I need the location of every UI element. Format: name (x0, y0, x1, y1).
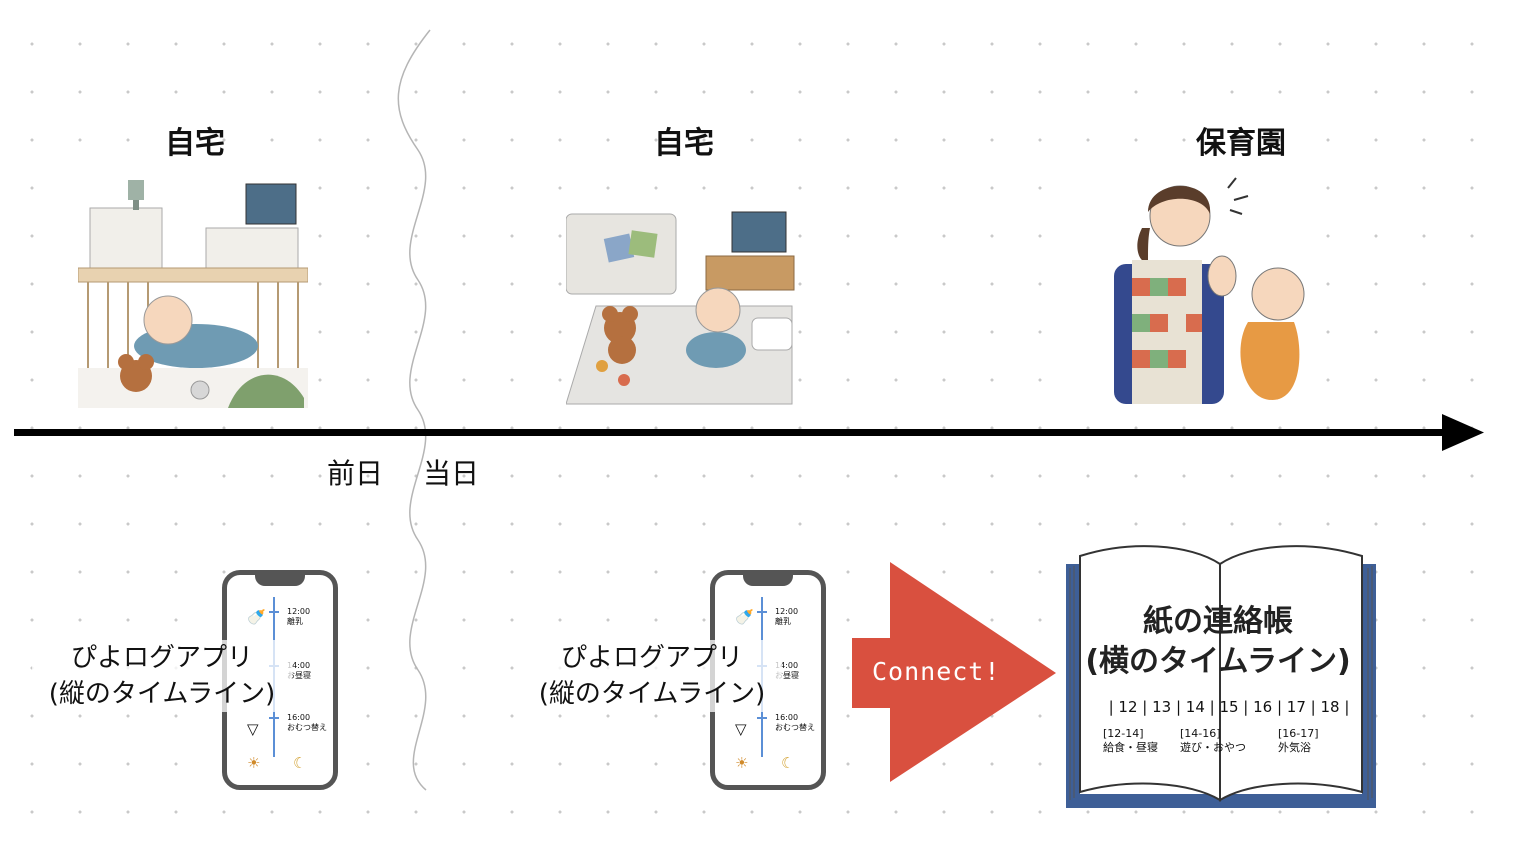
today-label: 当日 (423, 457, 480, 490)
place-label-home-today: 自宅 (654, 126, 714, 161)
moon-icon: ☾ (781, 754, 795, 772)
book-schedule-item: [16-17] 外気浴 (1278, 727, 1319, 754)
paper-contact-book-icon (1066, 545, 1376, 808)
place-label-nursery: 保育園 (1196, 126, 1286, 161)
sun-icon: ☀ (735, 754, 749, 772)
book-schedule-item: [12-14] 給食・昼寝 (1103, 727, 1158, 754)
caregiver-baby-illustration (1082, 168, 1312, 404)
bottle-icon: 🍼 (247, 608, 266, 626)
book-schedule-item: [14-16] 遊び・おやつ (1180, 727, 1246, 754)
baby-playmat-illustration (566, 210, 798, 406)
sun-icon: ☀ (247, 754, 261, 772)
place-label-home-prev: 自宅 (165, 126, 225, 161)
book-hour-scale: | 12 | 13 | 14 | 15 | 16 | 17 | 18 | (1108, 698, 1350, 716)
app-label-left: ぴよログアプリ (縦のタイムライン) (32, 640, 292, 712)
app-label-right: ぴよログアプリ (縦のタイムライン) (522, 640, 782, 712)
timeline-arrow (14, 414, 1484, 451)
prev-day-label: 前日 (327, 457, 384, 490)
diaper-icon: ▽ (735, 720, 747, 738)
connect-arrow (852, 562, 1056, 782)
diaper-icon: ▽ (247, 720, 259, 738)
connect-label: Connect! (872, 657, 1001, 686)
bottle-icon: 🍼 (735, 608, 754, 626)
book-title: 紙の連絡帳 (横のタイムライン) (1085, 604, 1351, 679)
day-divider-wave (397, 29, 431, 791)
baby-sleeping-crib-illustration (78, 178, 308, 410)
moon-icon: ☾ (293, 754, 307, 772)
